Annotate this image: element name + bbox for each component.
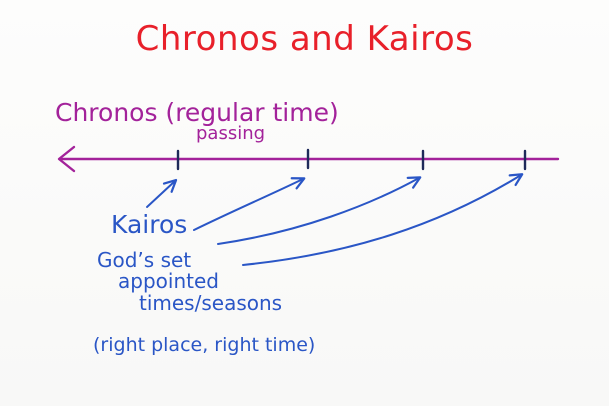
chronos-sublabel: passing	[196, 123, 266, 144]
kairos-arrow	[146, 178, 178, 208]
kairos-arrow	[217, 176, 422, 245]
kairos-description-line: times/seasons	[139, 291, 283, 315]
timeline-arrow-head-icon	[57, 145, 76, 173]
kairos-label: Kairos	[111, 210, 188, 239]
kairos-arrow	[242, 173, 524, 266]
chronos-label: Chronos (regular time)	[55, 98, 339, 127]
kairos-arrow	[193, 177, 306, 231]
diagram-title: Chronos and Kairos	[135, 19, 474, 59]
kairos-note: (right place, right time)	[93, 334, 316, 356]
kairos-description-line: appointed	[118, 269, 219, 293]
kairos-description-line: God’s set	[97, 248, 192, 272]
